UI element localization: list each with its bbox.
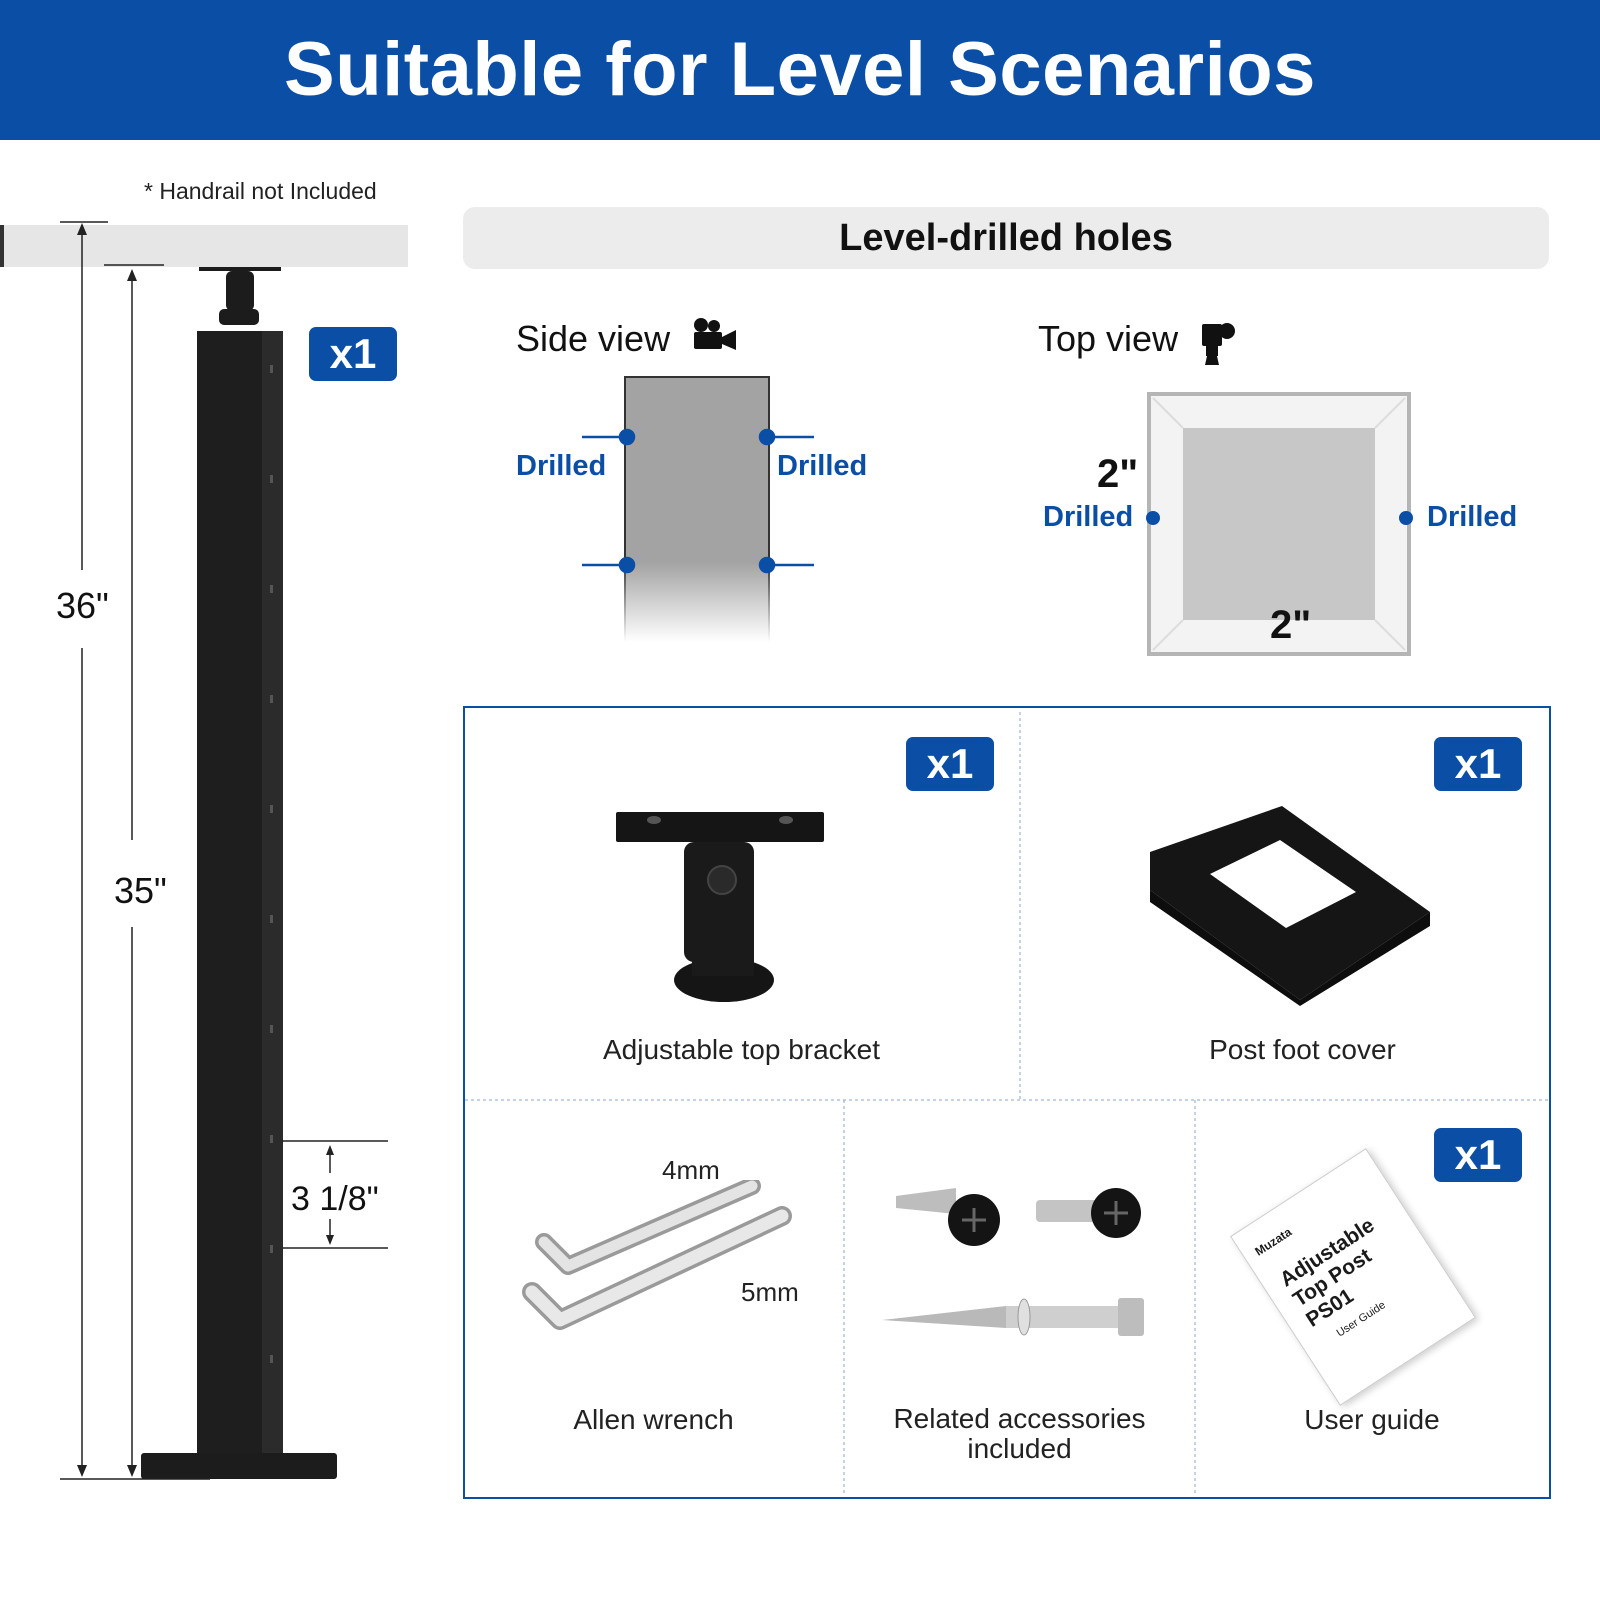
- post-foot: [141, 1453, 337, 1479]
- top-view-title: Top view: [1038, 318, 1179, 359]
- header-banner: [0, 0, 1600, 140]
- screw-1: [896, 1188, 1000, 1246]
- handrail: [0, 225, 408, 267]
- wrench-size-4mm: 4mm: [662, 1155, 720, 1185]
- accessories-image: [882, 1188, 1144, 1336]
- side-view-post: [624, 377, 770, 642]
- bracket-stem: [226, 271, 254, 311]
- side-view-hole-markers: [582, 428, 814, 574]
- handrail-end: [0, 225, 4, 267]
- foot-cover-label: Post foot cover: [1209, 1034, 1396, 1065]
- bracket-quantity-badge: x1: [906, 737, 994, 791]
- holes-header: [463, 207, 1549, 269]
- post-illustration: [0, 221, 408, 1480]
- side-view-diagram: [582, 376, 814, 642]
- bracket-label: Adjustable top bracket: [602, 1034, 881, 1065]
- handrail-note: * Handrail not Included: [144, 178, 377, 204]
- wrench-size-5mm: 5mm: [741, 1277, 799, 1307]
- top-drilled-right: Drilled: [1427, 501, 1518, 533]
- post-holes: [270, 365, 273, 1363]
- foot-cover-quantity-badge: x1: [1434, 737, 1522, 791]
- top-drilled-left: Drilled: [1043, 501, 1134, 533]
- page-title: Suitable for Level Scenarios: [284, 27, 1316, 112]
- user-guide-label: User guide: [1304, 1404, 1440, 1435]
- top-view-inner: [1183, 428, 1375, 620]
- post-quantity-badge: x1: [309, 327, 397, 381]
- dim-35: 35": [114, 870, 167, 911]
- user-guide-quantity-badge: x1: [1434, 1128, 1522, 1182]
- overhead-camera-icon: [1202, 323, 1235, 365]
- dim-hole-spacing: 3 1/8": [291, 1180, 379, 1218]
- bracket-image: [616, 812, 824, 1002]
- side-drilled-left: Drilled: [516, 450, 607, 482]
- top-view-hole-markers: [1146, 511, 1413, 525]
- side-view-title: Side view: [516, 318, 671, 359]
- allen-wrench-image: [522, 1180, 792, 1330]
- side-drilled-right: Drilled: [777, 450, 868, 482]
- guide-brand: Muzata: [1252, 1224, 1295, 1259]
- post-side: [262, 331, 283, 1453]
- guide-title: Adjustable Top Post PS01: [1275, 1213, 1379, 1332]
- accessories-label: Related accessories included: [893, 1403, 1146, 1464]
- video-camera-icon: [694, 318, 736, 350]
- top-dim-vertical: 2": [1097, 452, 1139, 496]
- bracket-plate: [199, 267, 281, 271]
- kit-dividers: [465, 712, 1549, 1495]
- screw-2: [1036, 1188, 1141, 1238]
- bracket-base: [219, 309, 259, 325]
- foot-cover-image: [1150, 806, 1430, 1006]
- kit-contents: [463, 706, 1551, 1499]
- allen-wrench-label: Allen wrench: [573, 1404, 734, 1435]
- lag-bolt: [882, 1298, 1144, 1336]
- dim-36: 36": [56, 585, 109, 626]
- holes-title: Level-drilled holes: [839, 217, 1173, 259]
- top-dim-horizontal: 2": [1270, 603, 1312, 647]
